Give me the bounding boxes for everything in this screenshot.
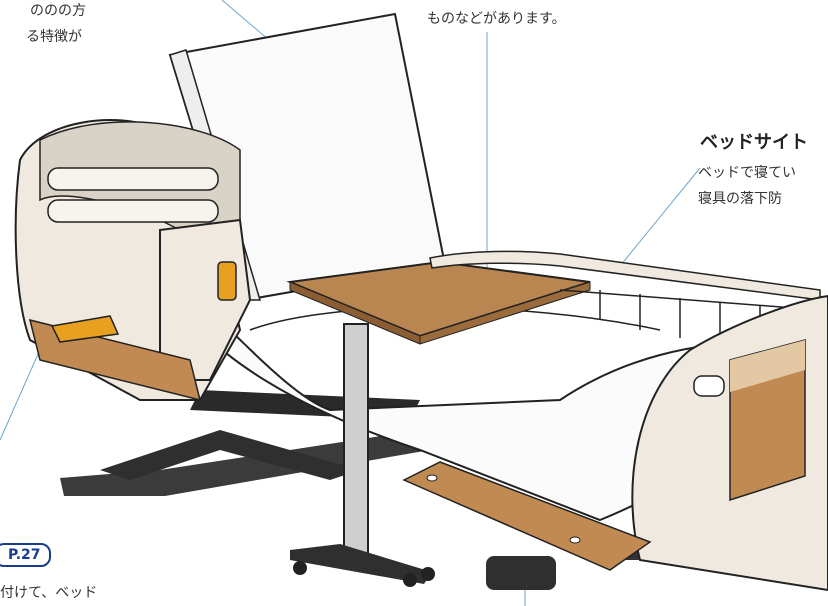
top-left-text-2: る特徴が xyxy=(26,29,82,45)
leader-line-side-rail xyxy=(619,167,701,267)
lock-lever xyxy=(217,261,237,301)
motor-unit xyxy=(486,556,556,590)
side-rail-title: ベッドサイト xyxy=(700,132,808,153)
overbed-table xyxy=(286,260,591,587)
table-column xyxy=(343,323,369,563)
footboard-right xyxy=(631,294,828,592)
side-rail-text-1: ベッドで寝てい xyxy=(698,165,796,181)
bottom-left-text: 付けて、ベッド xyxy=(0,585,98,601)
foot-wood-panel-right xyxy=(402,461,652,571)
footboard-left xyxy=(14,119,252,402)
top-left-text-1: ののの方 xyxy=(30,3,86,19)
page-ref-badge[interactable]: P.27 xyxy=(0,543,51,567)
top-center-text: ものなどがあります。 xyxy=(427,11,566,27)
side-rail-text-2: 寝具の落下防 xyxy=(698,191,782,207)
